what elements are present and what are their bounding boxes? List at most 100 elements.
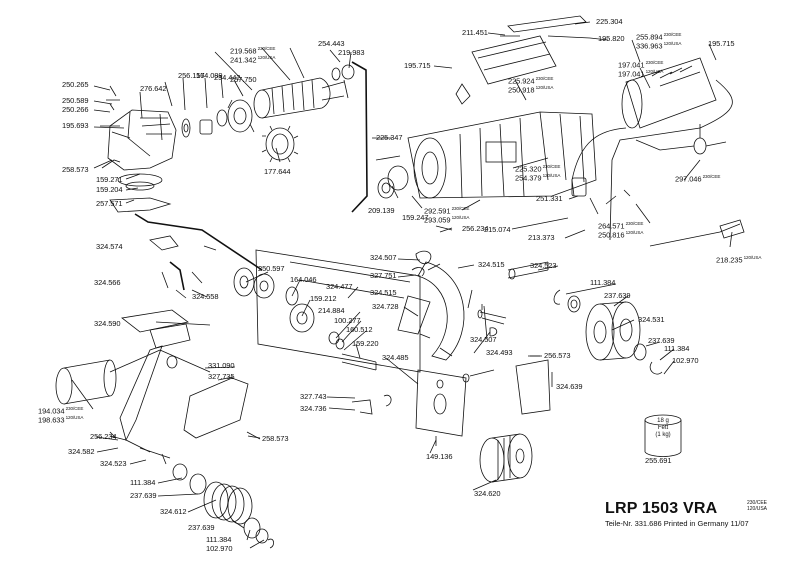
variant-line-2: 120/USA (747, 506, 768, 512)
part-label-324639: 324.639 (556, 382, 583, 391)
part-number: 324.728 (372, 302, 399, 311)
side-handle (55, 349, 211, 405)
part-number: 211.451 (462, 28, 488, 37)
part-number: 250.265 (62, 80, 89, 89)
grease-size: (1 kg) (655, 432, 671, 438)
part-variant: 230/CEE (64, 406, 84, 411)
part-variant: 120/USA (541, 173, 561, 178)
model-variant: 230/CEE 120/USA (747, 500, 767, 512)
part-label-254379: 254.379 120/USA (515, 172, 560, 183)
grease-part-number: 255.691 (645, 456, 672, 465)
part-variant: 120/USA (644, 69, 664, 74)
part-number: 324.507 (470, 335, 497, 344)
part-label-324507a: 324.507 (370, 254, 397, 262)
part-number: 159.220 (352, 339, 379, 348)
part-variant: 230/CEE (662, 32, 682, 37)
part-label-250265: 250.265 (62, 80, 89, 89)
part-label-324728: 324.728 (372, 302, 399, 311)
gear-wheel (261, 125, 299, 163)
part-label-324477: 324.477 (326, 282, 353, 291)
part-number: 102.970 (206, 544, 233, 553)
part-number: 160.512 (346, 325, 373, 334)
part-number: 237.639 (648, 336, 675, 345)
part-number: 225.924 (508, 76, 535, 86)
part-variant: 230/CEE (534, 76, 554, 81)
part-number: 324.523 (100, 459, 127, 468)
part-number: 102.970 (672, 356, 699, 365)
part-label-218235: 218.235 120/USA (716, 254, 761, 265)
part-label-197041a: 197.041 230/CEE (618, 59, 663, 70)
part-label-327751: 327.751 (370, 271, 397, 280)
part-variant: 230/CEE (644, 60, 664, 65)
part-number: 159.204 (96, 185, 123, 194)
part-label-324523a: 324.523 (530, 262, 557, 270)
part-label-219983: 219.983 (338, 49, 365, 57)
part-number: 324.639 (556, 382, 583, 391)
part-label-250597: 250.597 (258, 265, 285, 273)
grease-amount: 18 g (657, 418, 669, 424)
cover-plate (183, 377, 249, 439)
drive-pulley (585, 301, 641, 361)
part-label-149136: 149.136 (426, 452, 453, 461)
part-label-219568: 219.568 230/CEE (230, 45, 275, 56)
support-arm (109, 345, 171, 465)
part-number: 195.693 (62, 121, 89, 130)
part-label-198633: 198.633 120/USA (38, 414, 83, 425)
bearing-flange (227, 99, 255, 133)
drive-plate (415, 369, 467, 437)
part-label-292591: 292.591 230/CEE (424, 205, 469, 216)
part-number: 264.571 (598, 221, 625, 231)
part-label-258573a: 258.573 (62, 166, 89, 174)
part-variant: 230/CEE (450, 206, 470, 211)
part-label-111384b: 111.384 (664, 345, 689, 353)
part-number: 324.582 (68, 447, 95, 456)
part-label-256234b: 256.234 (90, 433, 117, 441)
part-number: 250.266 (62, 105, 89, 114)
part-label-324507b: 324.507 (470, 335, 497, 344)
part-label-257571: 257.571 (96, 199, 123, 208)
part-label-250266: 250.266 (62, 105, 89, 114)
grease-container: 18 g Fett (1 kg) 255.691 (645, 412, 681, 465)
part-label-254442: 254.442 (214, 73, 241, 82)
part-number: 237.639 (604, 291, 631, 300)
part-number: 327.751 (370, 271, 397, 280)
part-label-195820: 195.820 (598, 35, 625, 43)
part-number: 324.612 (160, 507, 187, 516)
part-number: 324.574 (96, 242, 123, 251)
part-number: 198.633 (38, 415, 65, 425)
part-number: 324.566 (94, 278, 121, 287)
part-number: 336.963 (636, 41, 663, 51)
armature-rotor (253, 64, 355, 119)
sanding-roller (479, 433, 533, 483)
part-label-159220: 159.220 (352, 339, 379, 348)
part-number: 324.477 (326, 282, 353, 291)
part-number: 256.157 (178, 71, 205, 80)
part-label-225924: 225.924 230/CEE (508, 75, 553, 86)
part-number: 250.816 (598, 230, 625, 240)
frame-bracket (255, 249, 421, 373)
part-number: 209.139 (368, 206, 395, 215)
part-number: 149.136 (426, 452, 453, 461)
part-label-102970a: 102.970 (672, 356, 699, 365)
part-label-324493: 324.493 (486, 349, 513, 357)
part-label-111384c: 111.384 (130, 479, 155, 487)
part-variant: 230/CEE (701, 174, 721, 179)
part-label-237639d: 237.639 (188, 523, 215, 532)
part-number: 254.442 (214, 73, 241, 82)
leader-lines (71, 21, 733, 549)
part-number: 327.743 (300, 392, 327, 401)
part-number: 194.034 (38, 406, 65, 416)
part-label-255894: 255.894 230/CEE (636, 31, 681, 42)
part-label-111384a: 111.384 (590, 279, 615, 287)
part-number: 327.735 (208, 372, 235, 381)
part-label-237639b: 237.639 (648, 336, 675, 345)
part-variant: 120/USA (624, 230, 644, 235)
part-number: 254.379 (515, 173, 542, 183)
part-label-256573: 256.573 (544, 351, 571, 360)
part-label-195715a: 195.715 (708, 40, 735, 48)
part-number: 237.639 (188, 523, 215, 532)
part-number: 256.573 (544, 351, 571, 360)
part-label-237639c: 237.639 (130, 492, 157, 500)
part-label-225320: 225.320 230/CEE (515, 163, 560, 174)
part-number: 257.571 (96, 199, 123, 208)
